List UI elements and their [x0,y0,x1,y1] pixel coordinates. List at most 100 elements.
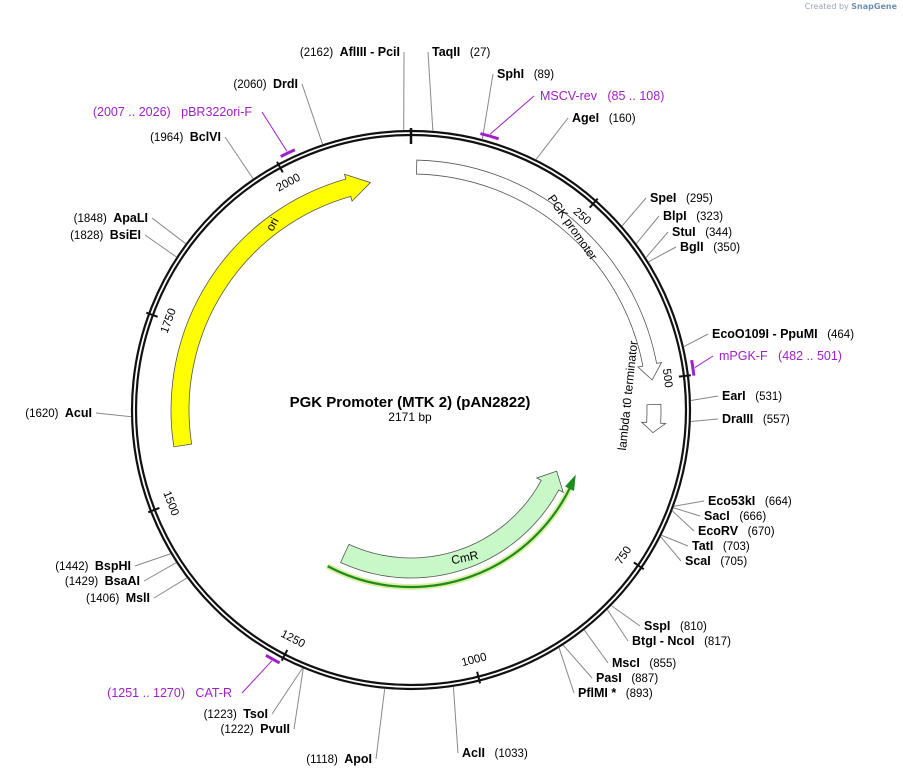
site-leader-blpi [635,215,660,245]
site-label-acli[interactable]: AclI (1033) [462,746,528,760]
site-position: (664) [765,496,792,508]
tick-label-1000: 1000 [460,651,488,669]
site-spacer [485,748,495,760]
site-label-msci[interactable]: MscI (855) [612,656,676,670]
site-label-apali[interactable]: (1848) ApaLI [74,211,148,225]
feature-label-lambda-t0-terminator: lambda t0 terminator [615,340,640,451]
site-label-saci[interactable]: SacI (666) [704,509,766,523]
primer-range: (2007 .. 2026) [93,105,171,119]
site-spacer [524,69,534,81]
site-position: (2162) [300,47,333,59]
primer-bar-mpgk-f[interactable] [690,359,696,376]
site-label-stui[interactable]: StuI (344) [672,225,732,239]
tick-label-750: 750 [614,544,635,567]
site-position: (1620) [25,408,58,420]
site-label-sphi[interactable]: SphI (89) [497,67,554,81]
site-label-eari[interactable]: EarI (531) [722,389,782,403]
snapgene-logo: SnapGene [851,2,897,11]
site-label-draiii[interactable]: DraIII (557) [722,412,790,426]
feature-arrow-pgk-promoter[interactable] [416,159,663,381]
site-position: (855) [649,658,676,670]
center-labels: PGK Promoter (MTK 2) (pAN2822) 2171 bp [290,394,531,424]
site-name: BsiEI [110,228,141,242]
site-label-bgli[interactable]: BglI (350) [680,240,740,254]
site-name: MscI [612,656,640,670]
site-label-bclvi[interactable]: (1964) BclVI [150,130,221,144]
tick-mark-500 [678,374,691,378]
site-label-ecoo109i-ppumi[interactable]: EcoO109I - PpuMI (464) [712,327,854,341]
site-label-acui[interactable]: (1620) AcuI [25,406,92,420]
site-position: (1223) [204,709,237,721]
primer-layer: MSCV-rev (85 .. 108) mPGK-F (482 .. 501) (… [93,89,842,700]
primer-leader-mscv-rev [489,95,535,135]
site-spacer [753,414,763,426]
site-label-bsiei[interactable]: (1828) BsiEI [70,228,141,242]
feature-arrow-lambda-t0-terminator[interactable] [640,403,667,434]
site-label-agei[interactable]: AgeI (160) [572,111,636,125]
site-label-drdi[interactable]: (2060) DrdI [233,77,298,91]
feature-arrow-ori[interactable] [170,173,372,448]
primer-label-pbr322ori-f[interactable]: (2007 .. 2026) pBR322ori-F [93,105,252,119]
site-position: (464) [827,329,854,341]
site-label-pvuii[interactable]: (1222) PvuII [220,722,290,736]
tick-mark-2000 [276,161,284,173]
site-name: DrdI [273,77,298,91]
site-position: (666) [739,511,766,523]
site-label-pflmi[interactable]: PflMI * (893) [578,686,653,700]
site-name: TatI [692,539,713,553]
site-label-apoi[interactable]: (1118) ApoI [306,752,372,766]
primer-spacer [768,349,778,363]
cmr-highlight-arrowhead [565,474,576,491]
primer-label-cat-r[interactable]: (1251 .. 1270) CAT-R [107,686,232,700]
site-label-msli[interactable]: (1406) MslI [86,591,150,605]
tick-label-500: 500 [660,368,674,389]
site-leader-sphi [481,73,494,140]
site-name: MslI [126,591,150,605]
site-label-taqii[interactable]: TaqII (27) [432,45,490,59]
site-spacer [687,211,697,223]
primer-bar-pbr322ori-f[interactable] [280,148,296,158]
tick-mark-1000 [476,671,482,684]
site-leader-sspi [611,605,641,627]
site-leader-pvuii [293,668,304,730]
site-name: Eco53kI [708,494,755,508]
site-label-blpi[interactable]: BlpI (323) [663,209,723,223]
site-spacer [711,556,721,568]
site-name: SphI [497,67,524,81]
site-label-ecorv[interactable]: EcoRV (670) [698,524,775,538]
primer-bar-cat-r[interactable] [265,654,281,665]
site-position: (531) [755,391,782,403]
site-spacer [676,193,686,205]
site-label-bsphi[interactable]: (1442) BspHI [55,559,131,573]
feature-arrow-cmr[interactable] [340,470,564,579]
site-label-sspi[interactable]: SspI (810) [644,619,707,633]
primer-leader-mpgk-f [694,355,714,369]
site-label-tsoi[interactable]: (1223) TsoI [204,707,268,721]
site-label-afliii-pcii[interactable]: (2162) AflIII - PciI [300,45,400,59]
site-spacer [622,673,632,685]
site-label-pasi[interactable]: PasI (887) [596,671,658,685]
site-label-bsaai[interactable]: (1429) BsaAI [65,574,140,588]
site-label-scai[interactable]: ScaI (705) [685,554,747,568]
site-spacer [695,636,705,648]
site-leader-tsoi [271,667,303,715]
site-label-btgi-ncoi[interactable]: BtgI - NcoI (817) [632,634,731,648]
site-label-spei[interactable]: SpeI (295) [650,191,713,205]
primer-label-mscv-rev[interactable]: MSCV-rev (85 .. 108) [540,89,664,103]
site-position: (2060) [233,79,266,91]
site-spacer [755,496,765,508]
site-leader-ecoo109i-ppumi [683,333,709,348]
site-name: SpeI [650,191,676,205]
site-name: DraIII [722,412,753,426]
site-label-tati[interactable]: TatI (703) [692,539,750,553]
site-name: AclI [462,746,485,760]
site-position: (705) [720,556,747,568]
site-label-eco53ki[interactable]: Eco53kI (664) [708,494,792,508]
primer-bar-mscv-rev[interactable] [480,132,500,141]
tick-label-2000: 2000 [274,172,302,195]
primer-name: CAT-R [195,686,232,700]
site-leader-acli [452,686,459,754]
tick-mark-1750 [145,311,158,318]
primer-label-mpgk-f[interactable]: mPGK-F (482 .. 501) [719,349,842,363]
